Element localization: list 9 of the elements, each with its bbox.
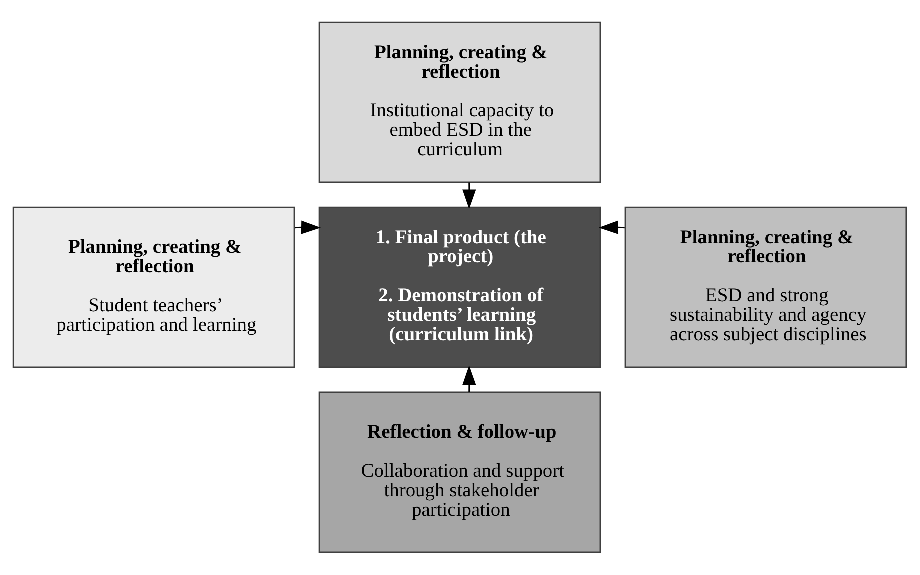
node-box: Planning, creating & reflection Student teachers’ participation and learning [12,206,296,368]
arrow [462,366,476,392]
node-box: Planning, creating & reflection ESD and strong sustainability and agency across subject disciplines [624,206,908,368]
arrow [462,182,476,210]
node-box: Reflection & follow-up Collaboration and support through stakeholder participation [318,392,602,554]
arrow [295,220,322,234]
arrow [598,220,625,234]
node-box: Planning, creating & reflection Institutional capacity to embed ESD in the curriculum [318,22,602,184]
node-box: 1. Final product (the project) 2. Demonstration of students’ learning (curriculum link) [318,206,602,368]
